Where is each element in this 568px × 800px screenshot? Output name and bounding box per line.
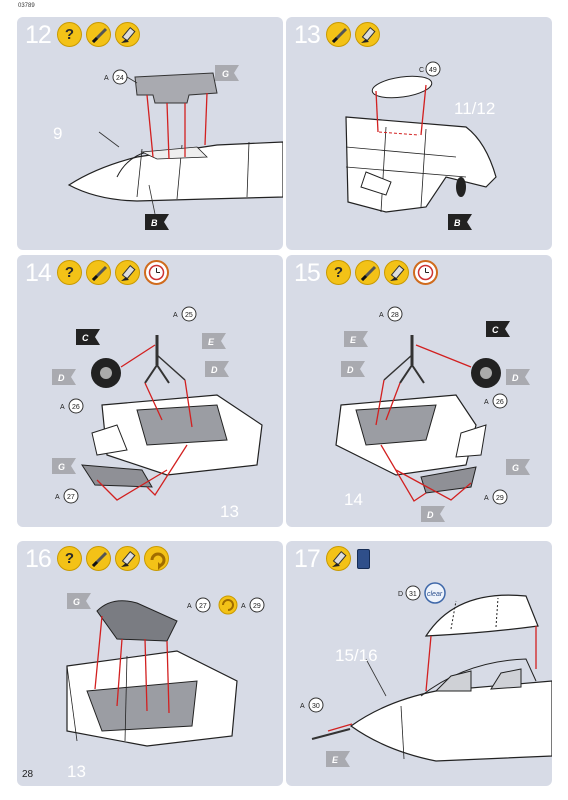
glue-icon [355, 22, 380, 47]
question-icon: ? [57, 546, 82, 571]
flag-d-label-2: D [211, 365, 218, 375]
step-icons [326, 22, 380, 47]
flag-g-label: G [222, 69, 229, 79]
step-icons: ? [326, 260, 438, 285]
part-number: 29 [496, 495, 504, 502]
clear-label: clear [427, 591, 443, 598]
step-number: 14 [25, 259, 52, 287]
step-12-panel: 12 ? 9 A 24 G [17, 17, 283, 250]
flag-e-label: E [332, 755, 339, 765]
step-number: 16 [25, 545, 52, 573]
step-number: 13 [294, 21, 321, 49]
clock-icon [413, 260, 438, 285]
flag-g-label: G [73, 597, 80, 607]
glue-icon [384, 260, 409, 285]
question-icon: ? [57, 22, 82, 47]
flag-b-label: B [454, 218, 461, 228]
flag-g-label: G [512, 463, 519, 473]
step-15-illustration: A 28 A 26 A 29 C E D D D G 14 [335, 306, 530, 522]
step-number: 17 [294, 545, 321, 573]
part-letter: C [419, 67, 424, 74]
part-number: 29 [253, 603, 261, 610]
step-17-illustration: D 31 clear 15/16 A 30 E [300, 582, 552, 767]
flag-g-label: G [58, 462, 65, 472]
question-icon: ? [57, 260, 82, 285]
part-letter: A [104, 75, 109, 82]
part-number: 27 [199, 603, 207, 610]
ref-label: 9 [53, 124, 62, 143]
flag-d-label: D [347, 365, 354, 375]
ref-label: 11/12 [454, 99, 495, 118]
part-number: 24 [116, 75, 124, 82]
part-number: 49 [429, 67, 437, 74]
flag-b-label: B [151, 218, 158, 228]
part-letter: A [379, 312, 384, 319]
part-letter: A [241, 603, 246, 610]
step-12-illustration: 9 A 24 G B [53, 65, 283, 230]
step-16-panel: 16 ? G A 27 A 29 [17, 541, 283, 786]
step-17-panel: 17 D 31 clear 15/16 A 30 [286, 541, 552, 786]
step-13-panel: 13 C 49 11/12 B [286, 17, 552, 250]
flag-d-label-3: D [427, 510, 434, 520]
part-letter: A [60, 404, 65, 411]
part-letter: A [55, 494, 60, 501]
step-number: 15 [294, 259, 321, 287]
flag-c-label: C [82, 333, 89, 343]
file-icon [86, 260, 111, 285]
document-code: 03789 [18, 3, 35, 9]
glue-icon [115, 546, 140, 571]
paint-pot-icon [357, 549, 370, 569]
page-number: 28 [22, 769, 34, 780]
question-icon: ? [326, 260, 351, 285]
file-icon [326, 22, 351, 47]
step-number: 12 [25, 21, 52, 49]
step-14-panel: 14 ? A [17, 255, 283, 527]
part-number: 30 [312, 703, 320, 710]
step-16-illustration: G A 27 A 29 13 [66, 593, 265, 781]
step-icons: ? [57, 22, 140, 47]
part-letter: A [484, 495, 489, 502]
part-number: 27 [67, 494, 75, 501]
part-number: 26 [496, 399, 504, 406]
ref-label: 14 [344, 490, 363, 509]
ref-label: 13 [220, 502, 239, 521]
step-icons [326, 546, 370, 571]
step-13-illustration: C 49 11/12 B [345, 61, 497, 230]
part-number: 31 [409, 591, 417, 598]
glue-icon [115, 22, 140, 47]
ref-label: 15/16 [335, 646, 378, 665]
file-icon [86, 546, 111, 571]
file-icon [355, 260, 380, 285]
step-14-illustration: A 25 A 26 A 27 C E D D G 13 [52, 306, 263, 521]
part-letter: A [484, 399, 489, 406]
glue-icon [115, 260, 140, 285]
flag-c-label: C [492, 325, 499, 335]
part-number: 28 [391, 312, 399, 319]
flag-e-label: E [350, 335, 357, 345]
step-icons: ? [57, 546, 169, 571]
flag-d-label: D [58, 373, 65, 383]
ref-label: 13 [67, 762, 86, 781]
glue-icon [326, 546, 351, 571]
part-letter: D [398, 591, 403, 598]
rotate-icon [144, 546, 169, 571]
part-number: 25 [185, 312, 193, 319]
clock-icon [144, 260, 169, 285]
file-icon [86, 22, 111, 47]
step-icons: ? [57, 260, 169, 285]
part-letter: A [173, 312, 178, 319]
part-letter: A [300, 703, 305, 710]
part-letter: A [187, 603, 192, 610]
part-number: 26 [72, 404, 80, 411]
flag-d-label-2: D [512, 373, 519, 383]
step-15-panel: 15 ? A 28 A 26 [286, 255, 552, 527]
flag-e-label: E [208, 337, 215, 347]
